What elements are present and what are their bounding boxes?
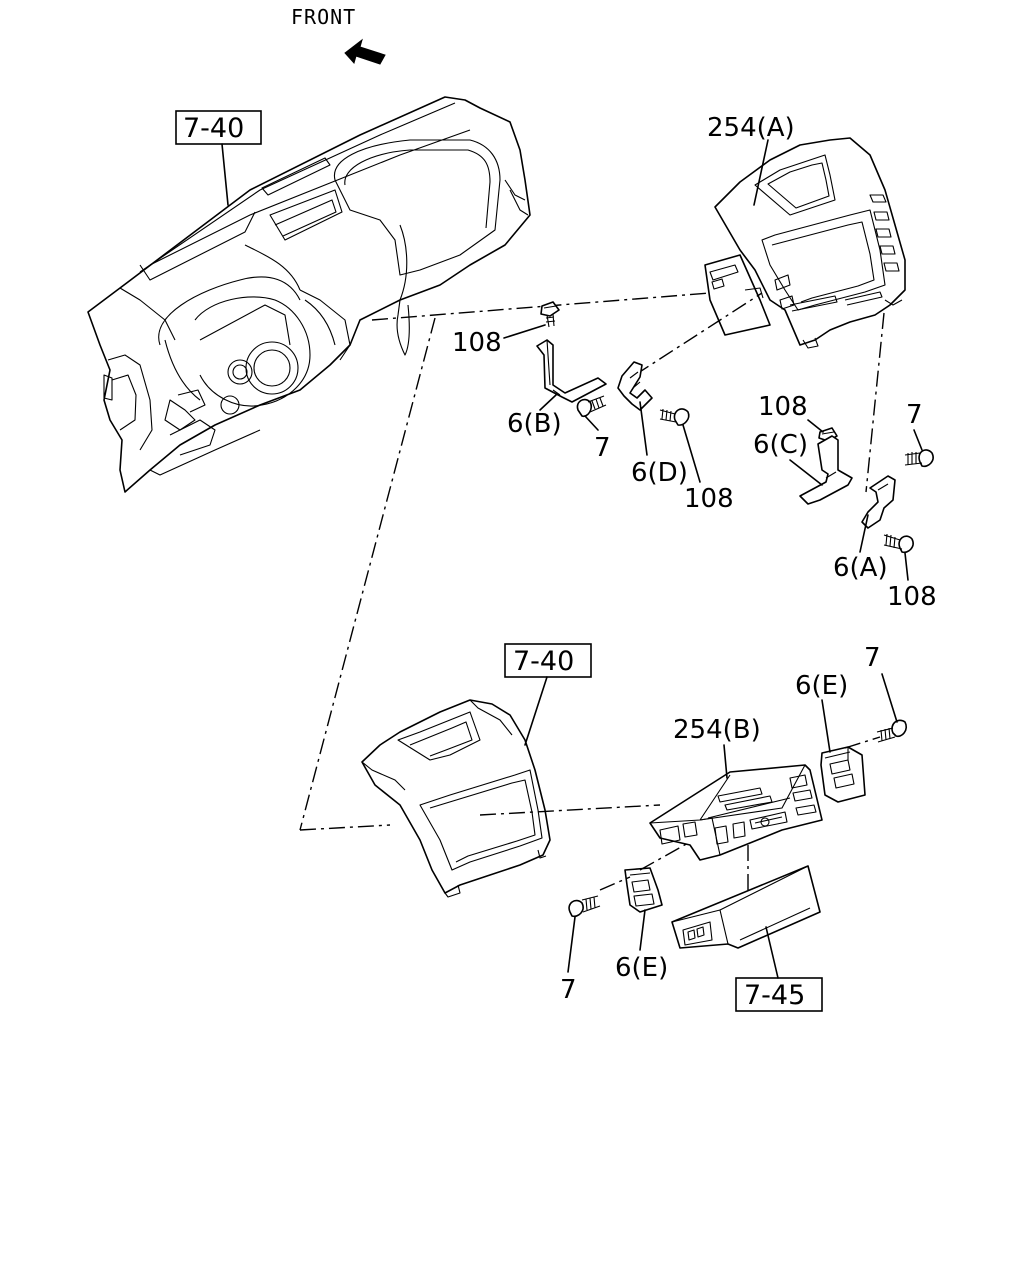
leader-6e-bottom: [639, 909, 646, 951]
leader-108-left: [503, 324, 546, 339]
bracket-6c: [799, 435, 853, 505]
leader-7-b: [584, 415, 599, 431]
ref-label-bezel: 7-40: [513, 646, 574, 677]
head-unit-a: [704, 137, 906, 349]
label-254a: 254(A): [707, 113, 795, 143]
assembly-line-bolt-e-top: [844, 736, 881, 749]
bolt-7-e-bottom: [568, 895, 601, 918]
ref-leader-bezel: [524, 676, 548, 746]
assembly-line-bezel: [299, 824, 391, 831]
assembly-line-bracket-a: [865, 312, 885, 493]
leader-6b: [539, 394, 557, 411]
assembly-line-bracket-d: [634, 292, 763, 376]
leader-6c: [789, 459, 823, 486]
ref-label-dash-top: 7-40: [183, 113, 244, 144]
label-7-e-top: 7: [864, 643, 881, 673]
ref-leader-pocket: [765, 926, 779, 979]
bolt-7-e-top: [876, 719, 907, 743]
assembly-line-bezel-to-unit-b: [479, 804, 661, 816]
bracket-6e-top: [820, 746, 866, 803]
leader-254b: [723, 744, 728, 779]
storage-pocket: [671, 865, 821, 949]
front-arrow-icon: [344, 38, 386, 65]
dashboard-panel: [87, 96, 531, 493]
leader-108-d: [682, 424, 701, 483]
leader-7-e-bottom: [567, 916, 576, 973]
ref-leader-dash-top: [221, 143, 229, 206]
leader-7-c: [913, 429, 923, 451]
label-108-d: 108: [684, 484, 734, 514]
label-6d: 6(D): [631, 458, 688, 488]
bezel-panel: [361, 699, 551, 898]
screw-108-a: [883, 533, 914, 554]
screw-108-d: [659, 408, 690, 426]
label-6e-bottom: 6(E): [615, 953, 668, 983]
leader-254a: [753, 139, 769, 206]
label-7-b: 7: [594, 433, 611, 463]
label-108-left: 108: [452, 328, 502, 358]
leader-108-c: [807, 419, 824, 433]
front-label: FRONT: [291, 5, 356, 29]
ref-label-pocket: 7-45: [744, 980, 805, 1011]
bolt-7-b: [576, 395, 607, 418]
label-7-c: 7: [906, 400, 923, 430]
ref-box-bezel: [504, 643, 592, 678]
screw-108-left: [540, 301, 560, 328]
leader-7-e-top: [881, 673, 898, 723]
head-unit-b: [649, 764, 823, 861]
assembly-line-bolt-e-bottom: [599, 876, 631, 891]
label-254b: 254(B): [673, 715, 761, 745]
bracket-6a: [861, 475, 896, 529]
bracket-6b: [536, 339, 607, 403]
ref-box-dash-top: [175, 110, 262, 145]
leader-6d: [639, 401, 648, 456]
bracket-6d: [617, 361, 653, 411]
ref-box-pocket: [735, 977, 823, 1012]
bolt-7-c: [904, 449, 934, 468]
label-108-a: 108: [887, 582, 937, 612]
label-6e-top: 6(E): [795, 671, 848, 701]
bracket-6e-bottom: [624, 867, 663, 913]
label-6a: 6(A): [833, 553, 888, 583]
label-6c: 6(C): [753, 430, 808, 460]
label-6b: 6(B): [507, 409, 562, 439]
leader-6e-top: [821, 699, 831, 753]
assembly-line-bracket-e-bottom: [639, 841, 691, 871]
assembly-line-dash-to-bezel: [299, 317, 436, 831]
leader-108-a: [904, 552, 909, 581]
label-108-c: 108: [758, 392, 808, 422]
assembly-line-dash-to-unit: [371, 292, 711, 321]
label-7-e-bottom: 7: [560, 975, 577, 1005]
leader-6a: [859, 514, 869, 553]
